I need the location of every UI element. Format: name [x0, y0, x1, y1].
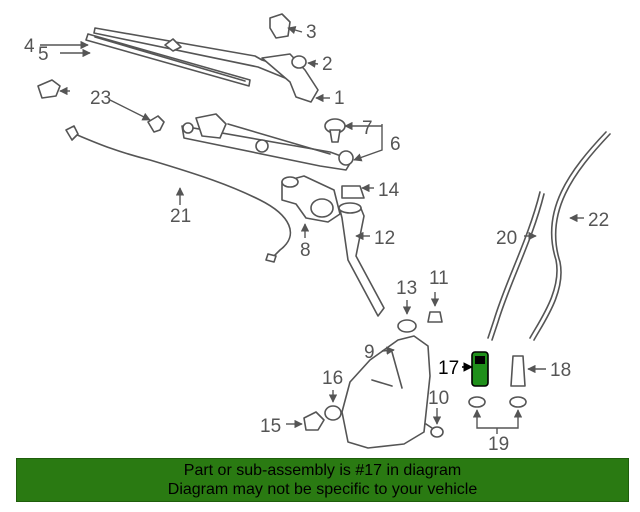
washer-reservoir — [341, 335, 431, 449]
callout-11: 11 — [429, 268, 449, 289]
washer-hose-22 — [529, 131, 611, 341]
wiper-linkage — [181, 113, 354, 171]
washer-hose-front — [65, 125, 292, 263]
grommet-16 — [324, 405, 342, 421]
reservoir-bolt — [425, 423, 444, 438]
retainer-clip — [427, 311, 443, 323]
callout-4: 4 — [24, 36, 35, 57]
washer-pump-rear — [510, 355, 526, 387]
callout-numbers: 4 5 3 2 1 23 7 6 14 12 21 8 13 11 9 16 1… — [24, 22, 609, 455]
callout-19: 19 — [488, 434, 509, 455]
pivot-bolt — [324, 118, 346, 143]
callout-18: 18 — [550, 360, 571, 381]
filler-seal — [397, 319, 417, 333]
callout-17: 17 — [438, 358, 459, 379]
wiper-motor — [281, 175, 341, 223]
callout-1: 1 — [334, 88, 345, 109]
pump-grommets — [468, 396, 527, 408]
arm-nut — [291, 55, 307, 69]
leader-lines — [40, 26, 584, 434]
part-info-banner: Part or sub-assembly is #17 in diagram D… — [16, 458, 629, 502]
wiper-arm-pivot — [261, 53, 319, 103]
callout-21: 21 — [170, 206, 191, 227]
callout-6: 6 — [390, 134, 401, 155]
arm-cover-cap — [269, 13, 291, 39]
callout-7: 7 — [362, 118, 373, 139]
callout-16: 16 — [322, 368, 343, 389]
filler-neck — [338, 202, 385, 317]
callout-8: 8 — [300, 240, 311, 261]
callout-20: 20 — [496, 228, 517, 249]
callout-23: 23 — [90, 88, 111, 109]
callout-2: 2 — [322, 54, 333, 75]
callout-22: 22 — [588, 210, 609, 231]
callout-13: 13 — [396, 278, 417, 299]
banner-line-1: Part or sub-assembly is #17 in diagram — [183, 462, 462, 479]
callout-3: 3 — [306, 22, 317, 43]
level-sensor — [303, 411, 325, 431]
wiper-blade — [85, 33, 251, 87]
callout-15: 15 — [260, 416, 281, 437]
callout-9: 9 — [364, 342, 375, 363]
callout-12: 12 — [374, 228, 395, 249]
grommet-14 — [341, 185, 365, 199]
callout-14: 14 — [378, 180, 400, 201]
callout-5: 5 — [38, 44, 49, 65]
banner-line-2: Diagram may not be specific to your vehi… — [167, 481, 478, 498]
washer-pump-highlighted — [471, 351, 489, 387]
callout-10: 10 — [428, 388, 449, 409]
washer-nozzle — [37, 79, 165, 133]
washer-hose-20 — [487, 191, 545, 341]
